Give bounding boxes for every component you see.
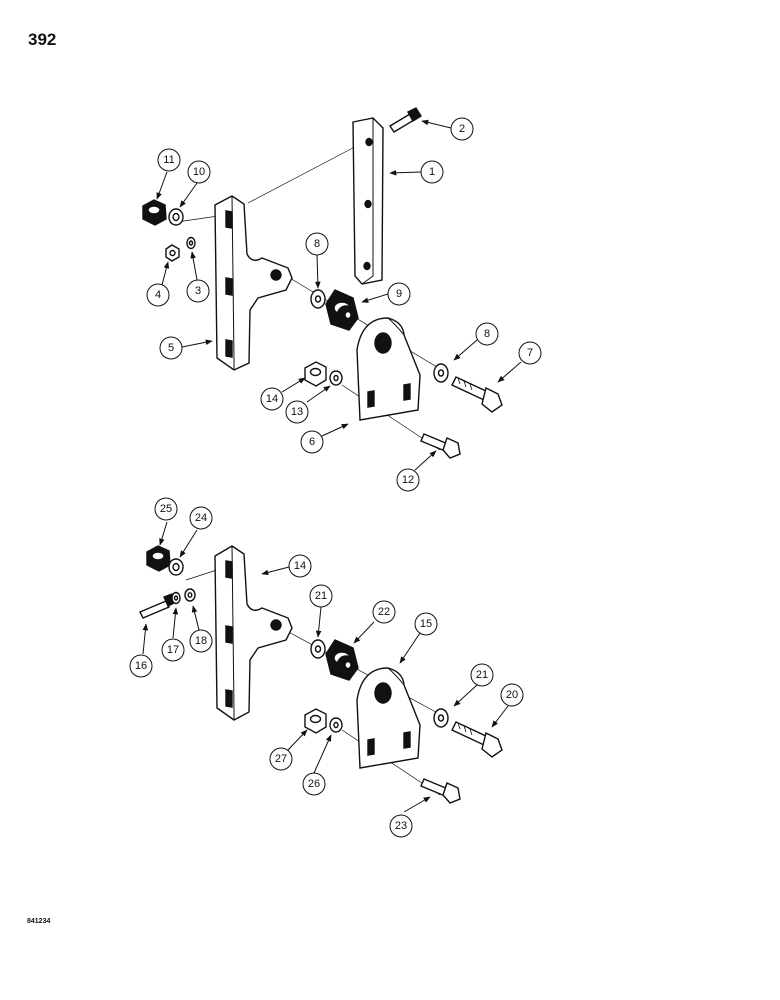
pivot-bracket-lower [356, 667, 421, 769]
callout-25: 23 [389, 814, 413, 838]
callout-9: 9 [387, 282, 411, 306]
svg-text:14: 14 [266, 393, 278, 405]
nut-4 [165, 244, 180, 262]
callout-3: 3 [186, 279, 210, 303]
page-number: 392 [28, 30, 57, 49]
svg-text:11: 11 [163, 154, 174, 166]
callout-4: 4 [146, 283, 170, 307]
washer-26 [329, 717, 343, 733]
callout-10: 10 [187, 160, 211, 184]
callout-11: 11 [157, 148, 181, 172]
pivot-bracket [356, 317, 421, 421]
callout-7: 7 [518, 341, 542, 365]
callout-21-lower-right: 21 [470, 663, 494, 687]
svg-text:15: 15 [420, 618, 432, 630]
svg-text:10: 10 [193, 166, 205, 178]
washer-21a [310, 639, 326, 659]
callout-2: 2 [450, 117, 474, 141]
svg-text:3: 3 [195, 285, 201, 297]
svg-text:9: 9 [396, 288, 402, 300]
callout-12: 12 [396, 468, 420, 492]
callout-6: 6 [300, 430, 324, 454]
svg-text:16: 16 [135, 660, 147, 672]
svg-text:20: 20 [506, 689, 518, 701]
svg-text:24: 24 [195, 512, 207, 524]
washer-8a [310, 289, 326, 309]
bolt-20 [451, 721, 503, 758]
callout-22: 22 [372, 600, 396, 624]
mounting-bracket [214, 195, 293, 371]
callout-17: 16 [129, 654, 153, 678]
callout-13: 13 [285, 400, 309, 424]
callout-18: 17 [161, 638, 185, 662]
svg-text:21: 21 [476, 669, 488, 681]
callout-23: 24 [189, 506, 213, 530]
svg-text:8: 8 [484, 328, 490, 340]
bolt-12 [420, 433, 461, 459]
svg-text:6: 6 [309, 436, 315, 448]
callout-24: 25 [154, 497, 178, 521]
bolt-2 [389, 107, 422, 133]
svg-text:27: 27 [275, 753, 287, 765]
bolt-17 [139, 593, 177, 619]
leader-lines [142, 119, 522, 813]
callout-16: 15 [414, 612, 438, 636]
lock-washer-3 [186, 236, 196, 250]
svg-text:2: 2 [459, 123, 465, 135]
callout-8-upper-right: 8 [475, 322, 499, 346]
washer-23 [168, 558, 184, 576]
svg-text:18: 18 [195, 635, 207, 647]
mounting-bracket-lower [214, 545, 293, 721]
svg-text:14: 14 [294, 560, 306, 572]
svg-text:26: 26 [308, 778, 320, 790]
callout-20: 20 [500, 683, 524, 707]
lower-assembly [139, 545, 503, 804]
nut-27 [304, 708, 327, 734]
svg-text:25: 25 [160, 503, 172, 515]
isolator-9 [325, 289, 359, 331]
figure-code: 841234 [27, 918, 51, 925]
bolt-25 [420, 778, 461, 804]
washer-19 [184, 588, 196, 602]
nut-24 [146, 545, 171, 572]
svg-text:12: 12 [402, 474, 414, 486]
lock-washer-18 [171, 591, 181, 605]
nut-14 [304, 361, 327, 387]
svg-text:5: 5 [168, 342, 174, 354]
washer-13 [329, 370, 343, 386]
callout-5: 5 [159, 336, 183, 360]
isolator-22 [325, 639, 359, 681]
callout-21-lower-left: 21 [309, 584, 333, 608]
svg-text:4: 4 [155, 289, 161, 301]
washer-10 [168, 208, 184, 226]
svg-text:23: 23 [395, 820, 407, 832]
callout-19: 18 [189, 629, 213, 653]
support-strap [352, 117, 384, 285]
svg-text:13: 13 [291, 406, 303, 418]
svg-text:17: 17 [167, 644, 179, 656]
svg-text:8: 8 [314, 238, 320, 250]
svg-text:1: 1 [429, 166, 435, 178]
callout-14: 14 [260, 387, 284, 411]
callout-26: 26 [302, 772, 326, 796]
washer-8b [433, 363, 449, 383]
washer-21b [433, 708, 449, 728]
svg-text:21: 21 [315, 590, 327, 602]
nut-11 [142, 199, 167, 226]
callout-8-upper-left: 8 [305, 232, 329, 256]
bolt-7 [451, 376, 503, 413]
upper-assembly [142, 107, 503, 459]
callout-1: 1 [420, 160, 444, 184]
callout-15: 14 [288, 554, 312, 578]
svg-text:7: 7 [527, 347, 533, 359]
callout-27: 27 [269, 747, 293, 771]
svg-text:22: 22 [378, 606, 390, 618]
